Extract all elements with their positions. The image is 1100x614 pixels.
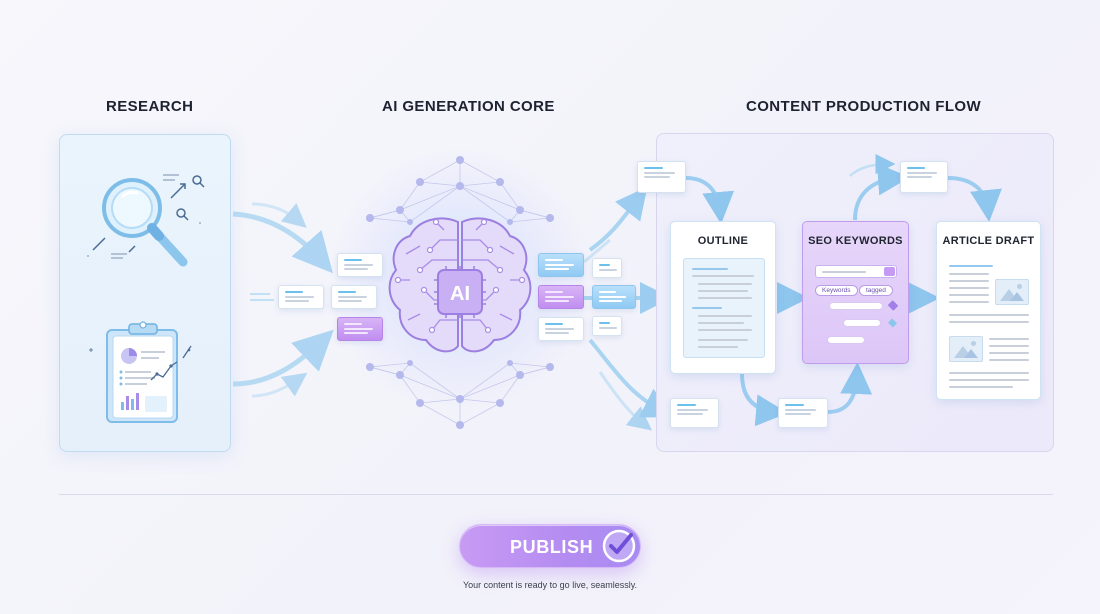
ai-chip-label: AI xyxy=(450,283,470,305)
publish-caption: Your content is ready to go live, seamle… xyxy=(462,580,638,590)
flow-note-card-2 xyxy=(670,398,719,428)
core-output-card-5 xyxy=(538,317,584,341)
article-draft-card: ARTICLE DRAFT xyxy=(936,221,1041,400)
core-input-card-4 xyxy=(337,317,383,341)
research-title: RESEARCH xyxy=(106,98,194,115)
publish-button-label: PUBLISH xyxy=(510,537,594,557)
core-output-card-2 xyxy=(592,258,622,278)
tag-icon-2 xyxy=(887,318,898,328)
core-output-card-1 xyxy=(538,253,584,277)
core-output-card-6 xyxy=(592,316,622,336)
core-input-card-1 xyxy=(337,253,383,277)
seo-keywords-card: SEO KEYWORDS Keywords tagged xyxy=(802,221,909,364)
keyword-chip-tagged: tagged xyxy=(859,285,893,296)
seo-keywords-title: SEO KEYWORDS xyxy=(808,235,903,247)
section-divider xyxy=(59,494,1053,495)
outline-title: OUTLINE xyxy=(697,235,749,247)
content-flow-title: CONTENT PRODUCTION FLOW xyxy=(746,98,982,115)
core-output-card-4 xyxy=(592,285,636,309)
brain-circuit-icon: AI xyxy=(366,156,554,429)
publish-button[interactable]: PUBLISH xyxy=(459,524,641,568)
image-placeholder-icon-2 xyxy=(949,336,983,362)
article-draft-title: ARTICLE DRAFT xyxy=(942,235,1035,247)
search-icon xyxy=(884,267,895,276)
core-input-card-3 xyxy=(331,285,377,309)
core-input-card-2 xyxy=(278,285,324,309)
ai-core-title: AI GENERATION CORE xyxy=(382,98,555,115)
magnifying-glass-icon xyxy=(87,174,205,267)
keyword-chip-keywords: Keywords xyxy=(815,285,858,296)
outline-body xyxy=(683,258,765,358)
flow-note-card-1 xyxy=(637,161,686,193)
flow-note-card-4 xyxy=(900,161,948,193)
seo-search-bar xyxy=(815,265,897,278)
clipboard-report-icon xyxy=(89,321,192,423)
flow-note-card-3 xyxy=(778,398,828,428)
image-placeholder-icon xyxy=(995,279,1029,305)
outline-card: OUTLINE xyxy=(670,221,776,374)
tag-icon xyxy=(887,300,899,311)
core-output-card-3 xyxy=(538,285,584,309)
checkmark-icon xyxy=(602,529,636,563)
